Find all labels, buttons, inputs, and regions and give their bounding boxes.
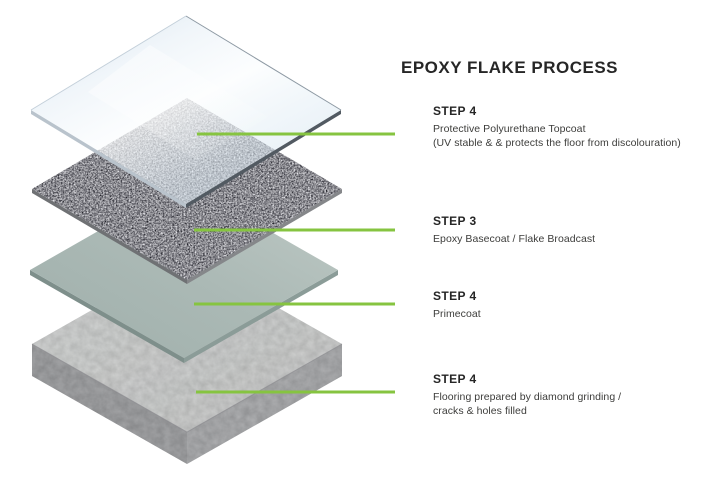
step-label: STEP 3 (433, 214, 477, 228)
step-body-line: Primecoat (433, 308, 481, 320)
step-body-line: cracks & holes filled (433, 404, 527, 417)
step-block-topcoat: STEP 4 Protective Polyurethane Topcoat (… (433, 104, 681, 150)
step-body-line: Flooring prepared by diamond grinding / (433, 391, 622, 403)
step-body-line: Epoxy Basecoat / Flake Broadcast (433, 233, 596, 245)
protective-topcoat-glass-layer (30, 15, 342, 208)
step-body-line: (UV stable & & protects the floor from d… (433, 136, 681, 149)
step-block-primecoat: STEP 4 Primecoat (433, 289, 481, 322)
step-block-flake: STEP 3 Epoxy Basecoat / Flake Broadcast (433, 214, 595, 247)
step-label: STEP 4 (433, 289, 477, 303)
step-body-line: Protective Polyurethane Topcoat (433, 123, 586, 135)
step-label: STEP 4 (433, 104, 477, 118)
page-title: EPOXY FLAKE PROCESS (401, 58, 619, 77)
step-label: STEP 4 (433, 372, 477, 386)
step-block-flooring: STEP 4 Flooring prepared by diamond grin… (433, 372, 621, 418)
